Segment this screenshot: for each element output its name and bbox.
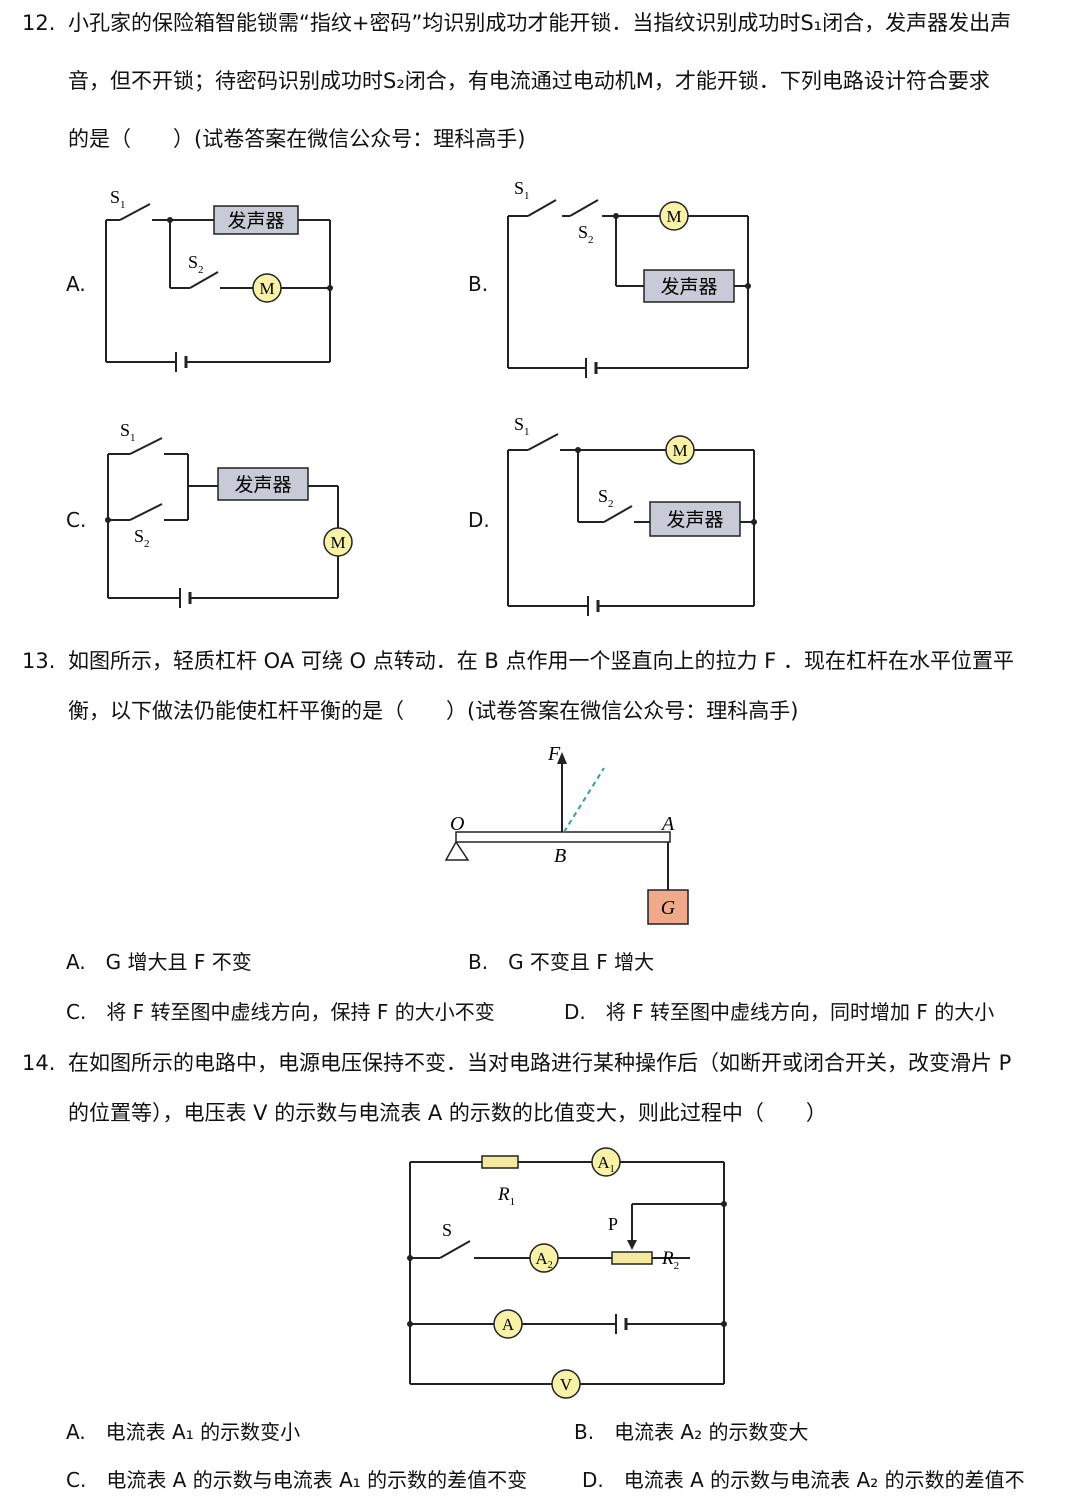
weight-block — [647, 889, 689, 925]
s2-label: S2 — [188, 252, 204, 276]
q13-option-d: D. 将 F 转至图中虚线方向，同时增加 F 的大小 — [564, 1000, 995, 1024]
ammeter-a2-icon — [529, 1243, 559, 1273]
q13-option-a: A. G 增大且 F 不变 — [66, 950, 252, 974]
buzzer-box — [217, 467, 309, 501]
s1-label: S1 — [514, 414, 530, 438]
junction-dot — [721, 1321, 727, 1327]
junction-dot — [327, 285, 333, 291]
junction-dot — [407, 1255, 413, 1261]
point-b-label: B — [554, 845, 566, 867]
q12-circuit-diagrams: 发声器 M S1 S2 M 发声器 S1 S2 — [105, 178, 757, 616]
junction-dot — [407, 1321, 413, 1327]
junction-dot — [167, 217, 173, 223]
q12-option-d-label: D. — [468, 508, 490, 532]
q14-option-a: A. 电流表 A₁ 的示数变小 — [66, 1420, 301, 1444]
ammeter-a2-label: A2 — [535, 1249, 552, 1271]
s2-label: S2 — [598, 486, 614, 510]
buzzer-label: 发声器 — [234, 474, 291, 496]
q14-wires — [409, 1161, 725, 1385]
voltmeter-v-icon — [551, 1369, 581, 1399]
q14-option-c: C. 电流表 A 的示数与电流表 A₁ 的示数的差值不变 — [66, 1468, 528, 1492]
force-label: F — [547, 743, 561, 765]
pivot-triangle — [444, 840, 470, 861]
buzzer-box — [643, 269, 735, 303]
s1-label: S1 — [120, 420, 136, 444]
ammeter-a-label: A — [502, 1315, 515, 1334]
s1-label: S1 — [514, 178, 530, 202]
q12-option-a-label: A. — [66, 272, 86, 296]
q13-option-c: C. 将 F 转至图中虚线方向，保持 F 的大小不变 — [66, 1000, 495, 1024]
s2-label: S2 — [578, 222, 594, 246]
question-12-line-3: 的是（ ）(试卷答案在微信公众号：理科高手) — [68, 127, 526, 151]
force-arrowhead — [557, 752, 567, 764]
resistor-r1 — [481, 1155, 519, 1169]
buzzer-label: 发声器 — [666, 509, 723, 531]
q13-option-b: B. G 不变且 F 增大 — [468, 950, 655, 974]
point-a-label: A — [660, 813, 675, 835]
motor-icon — [252, 273, 282, 303]
q12-option-c-label: C. — [66, 508, 87, 532]
weight-label: G — [661, 897, 676, 919]
buzzer-label: 发声器 — [227, 210, 284, 232]
q12-option-b-label: B. — [468, 272, 489, 296]
lever-bar — [455, 831, 671, 843]
circuit-c — [107, 437, 339, 608]
buzzer-box — [213, 205, 299, 235]
motor-icon — [323, 527, 353, 557]
slider-p-label: P — [608, 1214, 618, 1234]
slider-arrow — [627, 1240, 637, 1250]
q14-option-d: D. 电流表 A 的示数与电流表 A₂ 的示数的差值不 — [582, 1468, 1025, 1492]
resistor-r2 — [611, 1251, 653, 1265]
question-12-line-1: 小孔家的保险箱智能锁需“指纹+密码”均识别成功才能开锁．当指纹识别成功时S₁闭合… — [68, 11, 1012, 35]
question-13-line-2: 衡，以下做法仍能使杠杆平衡的是（ ）(试卷答案在微信公众号：理科高手) — [68, 699, 799, 723]
switch-s-label: S — [442, 1220, 452, 1240]
question-14-line-1: 在如图所示的电路中，电源电压保持不变．当对电路进行某种操作后（如断开或闭合开关，… — [68, 1051, 1012, 1075]
buzzer-box — [649, 501, 741, 537]
motor-label: M — [259, 279, 274, 298]
junction-dot — [575, 447, 581, 453]
question-12-number: 12. — [22, 11, 56, 35]
junction-dot — [721, 1201, 727, 1207]
motor-label: M — [330, 533, 345, 552]
ammeter-a-icon — [493, 1309, 523, 1339]
buzzer-label: 发声器 — [660, 276, 717, 298]
point-o-label: O — [450, 813, 464, 835]
junction-dot — [751, 519, 757, 525]
r2-label: R2 — [661, 1248, 679, 1272]
dashed-direction-line — [563, 767, 605, 833]
ammeter-a1-label: A1 — [597, 1153, 614, 1175]
r1-label: R1 — [497, 1184, 515, 1208]
lever-diagram: G F O A B — [444, 743, 689, 925]
ammeter-a1-icon — [591, 1147, 621, 1177]
question-14-number: 14. — [22, 1051, 56, 1075]
circuit-b — [507, 199, 749, 378]
question-13-line-1: 如图所示，轻质杠杆 OA 可绕 O 点转动．在 B 点作用一个竖直向上的拉力 F… — [68, 649, 1014, 673]
question-14-line-2: 的位置等），电压表 V 的示数与电流表 A 的示数的比值变大，则此过程中（ ） — [68, 1101, 827, 1125]
junction-dot — [105, 517, 111, 523]
voltmeter-v-label: V — [560, 1375, 573, 1394]
motor-icon — [659, 201, 689, 231]
junction-dot — [745, 283, 751, 289]
question-13-number: 13. — [22, 649, 56, 673]
motor-label: M — [672, 441, 687, 460]
motor-icon — [665, 435, 695, 465]
s2-label: S2 — [134, 526, 150, 550]
motor-label: M — [666, 207, 681, 226]
question-12-line-2: 音，但不开锁；待密码识别成功时S₂闭合，有电流通过电动机M，才能开锁．下列电路设… — [68, 69, 990, 93]
s1-label: S1 — [110, 187, 126, 211]
q14-option-b: B. 电流表 A₂ 的示数变大 — [574, 1420, 809, 1444]
junction-dot — [613, 213, 619, 219]
q14-circuit-diagram: A1 A2 A V R1 R2 S P — [407, 1147, 727, 1399]
